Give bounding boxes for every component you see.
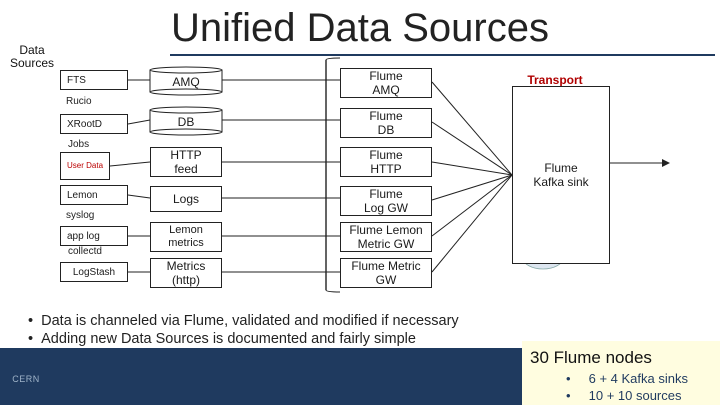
- middle-amq: AMQ: [172, 75, 200, 89]
- db-cylinder: [149, 106, 223, 136]
- bullet-item: • Data is channeled via Flume, validated…: [28, 313, 459, 329]
- fan-line-2: [431, 121, 513, 176]
- middle-db: DB: [177, 115, 195, 129]
- side-title: Data Sources: [9, 43, 55, 71]
- fan-line-4: [431, 174, 513, 201]
- source-jobs: Jobs: [68, 139, 90, 150]
- fan-line-1: [431, 81, 513, 176]
- flume-kafka-sink: Flume Kafka sink: [512, 86, 610, 264]
- transport-label: Transport: [527, 73, 583, 87]
- flume-amq: Flume AMQ: [340, 68, 432, 98]
- source-logstash: LogStash: [60, 262, 128, 282]
- source-user-data: User Data: [60, 152, 110, 180]
- flume-lemon-metric-gw: Flume Lemon Metric GW: [340, 222, 432, 252]
- bullet-list: • Data is channeled via Flume, validated…: [28, 312, 459, 348]
- nodes-list-item: • 10 + 10 sources: [566, 388, 682, 403]
- kafka-sink-label: Flume Kafka sink: [533, 161, 589, 189]
- flume-metric-gw: Flume Metric GW: [340, 258, 432, 288]
- flume-db: Flume DB: [340, 108, 432, 138]
- flume-log-gw: Flume Log GW: [340, 186, 432, 216]
- nodes-title: 30 Flume nodes: [530, 348, 652, 367]
- source-syslog: syslog: [66, 210, 95, 221]
- flume-bracket-ends: [325, 57, 341, 293]
- flume-http: Flume HTTP: [340, 147, 432, 177]
- connector-lemon-logs: [127, 194, 151, 199]
- nodes-list-item: • 6 + 4 Kafka sinks: [566, 371, 688, 386]
- title-underline: [170, 54, 715, 56]
- nodes-highlight-box: [522, 341, 720, 405]
- source-rucio: Rucio: [66, 96, 92, 107]
- amq-cylinder: [149, 66, 223, 96]
- source-fts: FTS: [60, 70, 128, 90]
- page-title: Unified Data Sources: [171, 6, 549, 50]
- source-xrootd: XRootD: [60, 114, 128, 134]
- cern-logo-text: CERN: [12, 374, 40, 384]
- source-collectd: collectd: [68, 246, 102, 257]
- source-lemon: Lemon: [60, 185, 128, 205]
- connector-xrootd-db: [127, 119, 151, 125]
- fan-line-3: [431, 161, 513, 176]
- middle-http-feed: HTTP feed: [150, 147, 222, 177]
- connector-user-http: [109, 161, 151, 167]
- middle-logs: Logs: [150, 186, 222, 212]
- bullet-item: • Adding new Data Sources is documented …: [28, 331, 416, 347]
- nodes-list: • 6 + 4 Kafka sinks • 10 + 10 sources: [566, 370, 688, 404]
- middle-metrics-http: Metrics (http): [150, 258, 222, 288]
- output-arrow-head: [662, 159, 670, 167]
- source-app-log: app log: [60, 226, 128, 246]
- middle-lemon-metrics: Lemon metrics: [150, 222, 222, 252]
- fan-line-6: [431, 174, 513, 273]
- fan-line-5: [431, 174, 513, 237]
